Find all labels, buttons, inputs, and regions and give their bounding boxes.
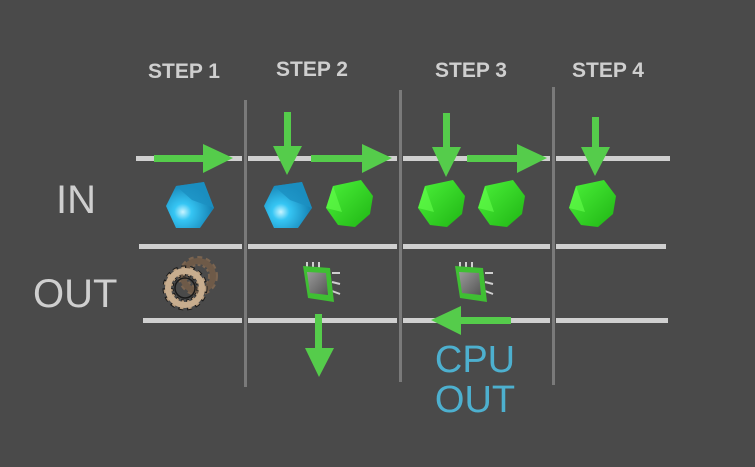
cpu-out-line-1: CPU: [434, 339, 516, 381]
blue-gem-icon-step-1: [166, 182, 214, 228]
cpu-out-annotation: CPU OUT: [425, 340, 525, 420]
cpu-chip-icon-step-3: [455, 262, 494, 302]
out-bottom-line-seg-2: [248, 318, 397, 323]
arrow-right-step-2: [311, 144, 392, 173]
green-gem-icon-step-2: [326, 180, 373, 227]
in-top-line-seg-4: [556, 156, 670, 161]
green-gem-icon-step-3a: [418, 180, 465, 227]
mid-line-seg-1: [139, 244, 242, 249]
out-bottom-line-seg-4: [556, 318, 668, 323]
arrow-right-step-1: [154, 144, 233, 173]
gears-icon: [162, 256, 218, 311]
arrow-left-step-3: [431, 306, 511, 335]
step-1-header: STEP 1: [148, 60, 220, 83]
in-row-label: IN: [56, 178, 96, 222]
arrow-right-step-3: [467, 144, 547, 173]
step-4-header: STEP 4: [572, 59, 644, 82]
mid-line-seg-2: [248, 244, 397, 249]
arrow-down-out-step-2: [305, 314, 334, 377]
green-gem-icon-step-3b: [478, 180, 525, 227]
mid-line-seg-4: [556, 244, 666, 249]
divider-step-2-3: [399, 90, 402, 382]
out-bottom-line-seg-1: [143, 318, 242, 323]
arrow-down-step-3: [432, 113, 461, 177]
arrow-down-step-4: [581, 117, 610, 176]
out-row-label: OUT: [33, 272, 118, 316]
divider-step-3-4: [552, 87, 555, 385]
cpu-chip-icon-step-2: [303, 262, 341, 302]
step-2-header: STEP 2: [276, 58, 348, 81]
step-3-header: STEP 3: [435, 59, 507, 82]
arrow-down-step-2: [273, 112, 302, 175]
mid-line-seg-3: [403, 244, 550, 249]
divider-step-1-2: [244, 100, 247, 387]
blue-gem-icon-step-2: [264, 182, 312, 228]
cpu-out-line-2: OUT: [434, 379, 516, 421]
green-gem-icon-step-4: [569, 180, 616, 227]
